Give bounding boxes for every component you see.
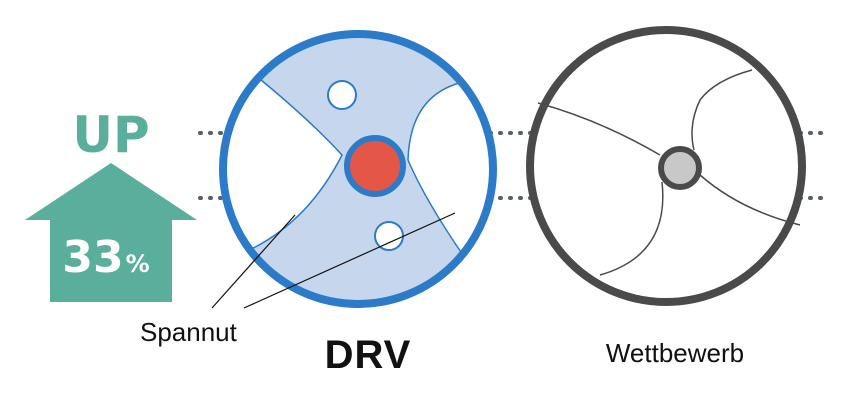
drv-label: DRV <box>325 333 412 377</box>
competitor-label: Wettbewerb <box>606 338 744 368</box>
competitor-flute-line-2 <box>537 102 661 156</box>
drv-cross-section <box>219 30 497 308</box>
up-arrow-shape <box>25 163 197 302</box>
competitor-ring <box>526 26 806 306</box>
spannut-leader-line-2 <box>243 212 456 309</box>
spannut-leader-line-1 <box>211 214 296 309</box>
spannut-label: Spannut <box>140 317 238 347</box>
improvement-unit: % <box>126 250 150 278</box>
competitor-core <box>658 146 702 190</box>
improvement-value: 33% <box>62 232 149 283</box>
drv-core <box>344 135 406 197</box>
up-arrow-icon <box>25 163 197 302</box>
drv-ring <box>219 30 497 308</box>
competitor-cross-section <box>526 26 806 306</box>
competitor-flute-line-3 <box>599 181 664 276</box>
up-label: UP <box>72 106 149 164</box>
drv-coolant-hole-bottom <box>374 221 404 251</box>
drv-coolant-hole-top <box>327 80 357 110</box>
improvement-number: 33 <box>62 232 123 283</box>
drv-flute-right <box>407 81 493 259</box>
competitor-flute-line-1 <box>691 69 753 151</box>
